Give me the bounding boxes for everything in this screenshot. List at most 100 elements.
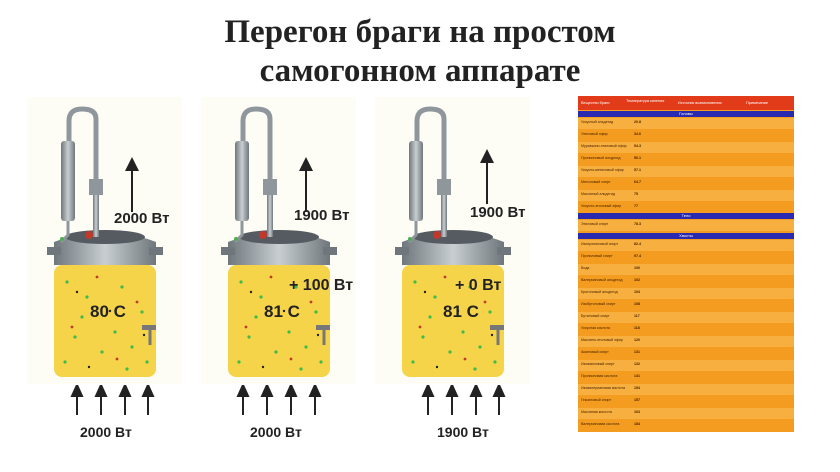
boiling-temperature: 117: [634, 314, 640, 318]
section-tails: Хвосты: [578, 233, 794, 239]
heat-arrow-icon: [260, 385, 274, 415]
substance-name: Изоамиловый спирт: [581, 362, 615, 366]
still-illustration: [221, 106, 337, 377]
boiling-points-table: Вещество браги Температура кипения Источ…: [578, 96, 794, 432]
substance-name: Изопропиловый спирт: [581, 242, 619, 246]
boiling-temperature: 154: [634, 386, 640, 390]
table-row: Амиловый спирт 131: [578, 348, 794, 359]
added-power-label: + 100 Вт: [289, 277, 354, 294]
table-header-cell: Примечание: [746, 101, 768, 105]
mash-temperature-label: 80 С: [90, 302, 126, 321]
arrow-up-icon: [299, 157, 313, 212]
heat-arrow-icon: [118, 385, 132, 415]
substance-name: Этиловый спирт: [581, 222, 609, 226]
substance-name: Масляно-этиловый эфир: [581, 338, 623, 342]
table-row: Пропионовый альдегид 56.1: [578, 154, 794, 165]
still-illustration: [47, 106, 163, 377]
table-row: Валериановая кислота 184: [578, 420, 794, 431]
boiling-temperature: 77: [634, 204, 638, 208]
boiling-temperature: 108: [634, 302, 640, 306]
boiling-temperature: 131: [634, 350, 640, 354]
substance-name: Валериановая кислота: [581, 422, 620, 426]
table-row: Уксусная кислота 118: [578, 324, 794, 335]
table-row: Вода 100: [578, 264, 794, 275]
arrow-up-icon: [480, 149, 494, 204]
section-heads: Головы: [578, 111, 794, 117]
substance-name: Пропионовая кислота: [581, 374, 618, 378]
heat-arrow-icon: [445, 385, 459, 415]
section-body: Тело: [578, 213, 794, 219]
arrow-up-icon: [125, 157, 139, 212]
still-panel-3: 81 С + 0 Вт 1900 Вт: [375, 97, 530, 384]
mash-bubbles: [63, 275, 149, 371]
boiling-temperature: 100: [634, 266, 640, 270]
substance-name: Валериановый альдегид: [581, 278, 623, 282]
table-row: Кротоновый альдегид 104: [578, 288, 794, 299]
table-row: Изоамиловый спирт 132: [578, 360, 794, 371]
heat-arrow-icon: [421, 385, 435, 415]
table-row: Масляно-этиловый эфир 120: [578, 336, 794, 347]
vapor-power-label: 1900 Вт: [294, 207, 350, 224]
boiling-temperature: 57.1: [634, 168, 641, 172]
substance-name: Вода: [581, 266, 590, 270]
substance-name: Масляный альдегид: [581, 192, 615, 196]
table-header: Вещество браги Температура кипения Источ…: [578, 96, 794, 110]
table-header-cell: Источник возникновения: [678, 101, 722, 105]
boiling-temperature: 34.6: [634, 132, 641, 136]
still-panel-1: 80 С 2000 Вт: [27, 97, 182, 384]
heat-arrow-icon: [469, 385, 483, 415]
heater-power-label-3: 1900 Вт: [437, 424, 489, 440]
substance-name: Изобутиловый спирт: [581, 302, 616, 306]
heat-arrow-icon: [141, 385, 155, 415]
table-header-cell: Вещество браги: [581, 101, 610, 105]
mash-temperature-label: 81 С: [443, 302, 479, 321]
boiling-temperature: 104: [634, 290, 640, 294]
heat-arrow-icon: [284, 385, 298, 415]
vapor-power-label: 1900 Вт: [470, 204, 526, 221]
boiling-temperature: 163: [634, 410, 640, 414]
table-row: Валериановый альдегид 102: [578, 276, 794, 287]
substance-name: Пропиловый спирт: [581, 254, 613, 258]
boiling-temperature: 184: [634, 422, 640, 426]
substance-name: Кротоновый альдегид: [581, 290, 618, 294]
heat-arrow-icon: [70, 385, 84, 415]
substance-name: Этиловый эфир: [581, 132, 608, 136]
substance-name: Пропионовый альдегид: [581, 156, 621, 160]
boiling-temperature: 102: [634, 278, 640, 282]
boiling-temperature: 56.1: [634, 156, 641, 160]
title-line-1: Перегон браги на простом: [224, 14, 616, 50]
heat-arrow-icon: [236, 385, 250, 415]
table-row: Изобутиловый спирт 108: [578, 300, 794, 311]
heat-arrow-icon: [94, 385, 108, 415]
boiling-temperature: 118: [634, 326, 640, 330]
substance-name: Уксусная кислота: [581, 326, 611, 330]
boiling-temperature: 120: [634, 338, 640, 342]
table-row: Этиловый эфир 34.6: [578, 130, 794, 141]
table-row: Изопропиловый спирт 82.4: [578, 240, 794, 251]
boiling-temperature: 75: [634, 192, 638, 196]
boiling-temperature: 20.8: [634, 120, 641, 124]
boiling-temperature: 82.4: [634, 242, 641, 246]
mash-temperature-label: 81 С: [264, 302, 300, 321]
vapor-power-label: 2000 Вт: [114, 210, 170, 227]
heat-arrows: [70, 385, 506, 415]
substance-name: Гексиловый спирт: [581, 398, 612, 402]
table-row: Масляный альдегид 75: [578, 190, 794, 201]
boiling-temperature: 132: [634, 362, 640, 366]
boiling-temperature: 97.4: [634, 254, 641, 258]
substance-name: Амиловый спирт: [581, 350, 609, 354]
boiling-temperature: 141: [634, 374, 640, 378]
added-power-label: + 0 Вт: [455, 277, 502, 294]
table-row: Пропионовая кислота 141: [578, 372, 794, 383]
substance-name: Муравьино-этиловый эфир: [581, 144, 627, 148]
title-line-2: самогонном аппарате: [259, 53, 581, 89]
